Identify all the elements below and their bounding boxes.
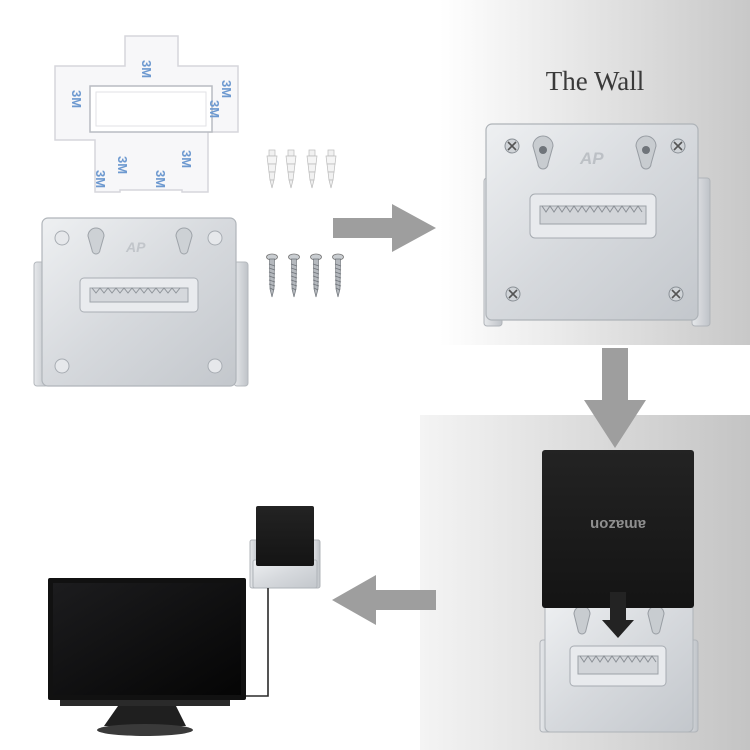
svg-text:3M: 3M — [179, 150, 194, 168]
svg-text:3M: 3M — [139, 60, 154, 78]
arrow-down-icon — [584, 348, 646, 448]
svg-text:3M: 3M — [115, 156, 130, 174]
streaming-box-small — [256, 506, 314, 566]
streaming-box-logo: amazon — [590, 516, 646, 533]
arrow-left-icon — [332, 575, 436, 625]
svg-text:3M: 3M — [69, 90, 84, 108]
svg-text:3M: 3M — [93, 170, 108, 188]
mounting-screws — [266, 253, 344, 298]
svg-text:3M: 3M — [153, 170, 168, 188]
adhesive-tape: 3M 3M 3M 3M 3M 3M 3M 3M — [54, 35, 239, 193]
streaming-box — [542, 450, 694, 608]
wall-anchors — [266, 149, 337, 189]
bracket-logo-mounted: AP — [579, 149, 604, 168]
svg-text:3M: 3M — [219, 80, 234, 98]
wall-bracket-mounted: AP — [483, 123, 711, 327]
svg-text:3M: 3M — [207, 100, 222, 118]
bracket-with-device: amazon — [539, 450, 699, 733]
hdmi-cable — [240, 588, 269, 697]
tv-screen — [53, 583, 241, 695]
wall-bracket-loose: AP — [33, 217, 249, 387]
tv-setup — [48, 506, 321, 736]
bracket-logo: AP — [125, 239, 146, 255]
tv-stand — [104, 706, 186, 726]
wall-caption: The Wall — [545, 66, 645, 96]
arrow-right-icon — [333, 204, 436, 252]
